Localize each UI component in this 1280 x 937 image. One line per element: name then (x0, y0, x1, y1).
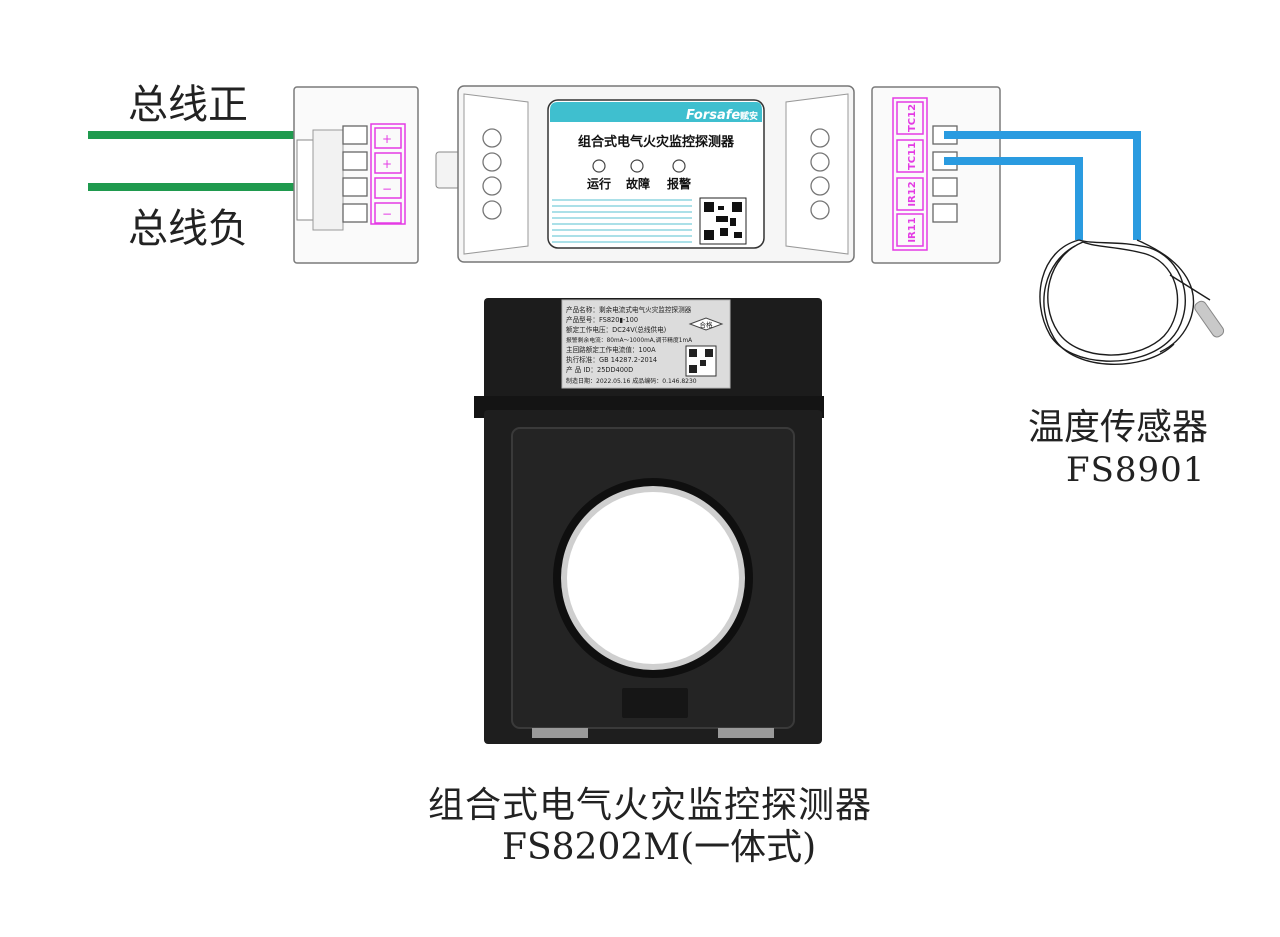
indicator-run-label: 运行 (587, 176, 611, 191)
nameplate-stamp: 合格 (700, 320, 714, 329)
bus-negative-wire (88, 183, 350, 191)
detector-title: 组合式电气火灾监控探测器 (428, 785, 873, 826)
temperature-sensor-model: FS8901 (1066, 450, 1206, 490)
nameplate-line: 产品型号：FS820▮-100 (566, 315, 638, 324)
nameplate-line: 执行标准：GB 14287.2-2014 (566, 355, 657, 364)
qr-code-icon (699, 197, 747, 245)
detector-module (435, 85, 855, 263)
temperature-sensor-probe (1039, 239, 1211, 365)
nameplate-line: 主回路额定工作电流值：100A (566, 345, 656, 354)
module-brand: Forsafe (686, 108, 740, 123)
left-terminal-block: + + − − (293, 86, 419, 264)
svg-text:+: + (382, 157, 392, 171)
bus-positive-label: 总线正 (128, 82, 248, 128)
nameplate-line: 产 品 ID：25DD400D (566, 365, 633, 374)
nameplate-line: 报警剩余电流：80mA～1000mA,调节精度1mA (566, 336, 692, 344)
terminal-ir11-label: IR11 (907, 217, 918, 242)
probe-tip (1194, 300, 1225, 338)
sensor-wire-tc11 (944, 157, 1083, 240)
nameplate-line: 额定工作电压：DC24V(总线供电) (566, 325, 666, 334)
nameplate-line: 产品名称：剩余电流式电气火灾监控探测器 (566, 305, 692, 314)
bus-negative-label: 总线负 (128, 206, 248, 252)
sensor-wire-tc12 (944, 131, 1141, 240)
terminal-tc11-label: TC11 (907, 142, 918, 170)
module-panel-title: 组合式电气火灾监控探测器 (578, 134, 735, 150)
svg-text:−: − (382, 207, 392, 221)
nameplate-label (561, 299, 731, 389)
module-brand-cn: 赋安 (740, 110, 758, 122)
indicator-fault-label: 故障 (626, 176, 650, 191)
right-terminal-block (871, 86, 1001, 264)
terminal-ir12-label: IR12 (907, 181, 918, 206)
svg-text:+: + (382, 132, 392, 146)
svg-text:−: − (382, 182, 392, 196)
temperature-sensor-title: 温度传感器 (1028, 407, 1209, 448)
bus-positive-wire (88, 131, 350, 139)
nameplate-line: 制造日期：2022.05.16 成品编码：0.146.8230 (566, 377, 697, 385)
detector-model: FS8202M(一体式) (502, 827, 817, 868)
indicator-alarm-label: 报警 (667, 176, 691, 191)
terminal-tc12-label: TC12 (907, 104, 918, 132)
current-transformer (474, 298, 824, 744)
